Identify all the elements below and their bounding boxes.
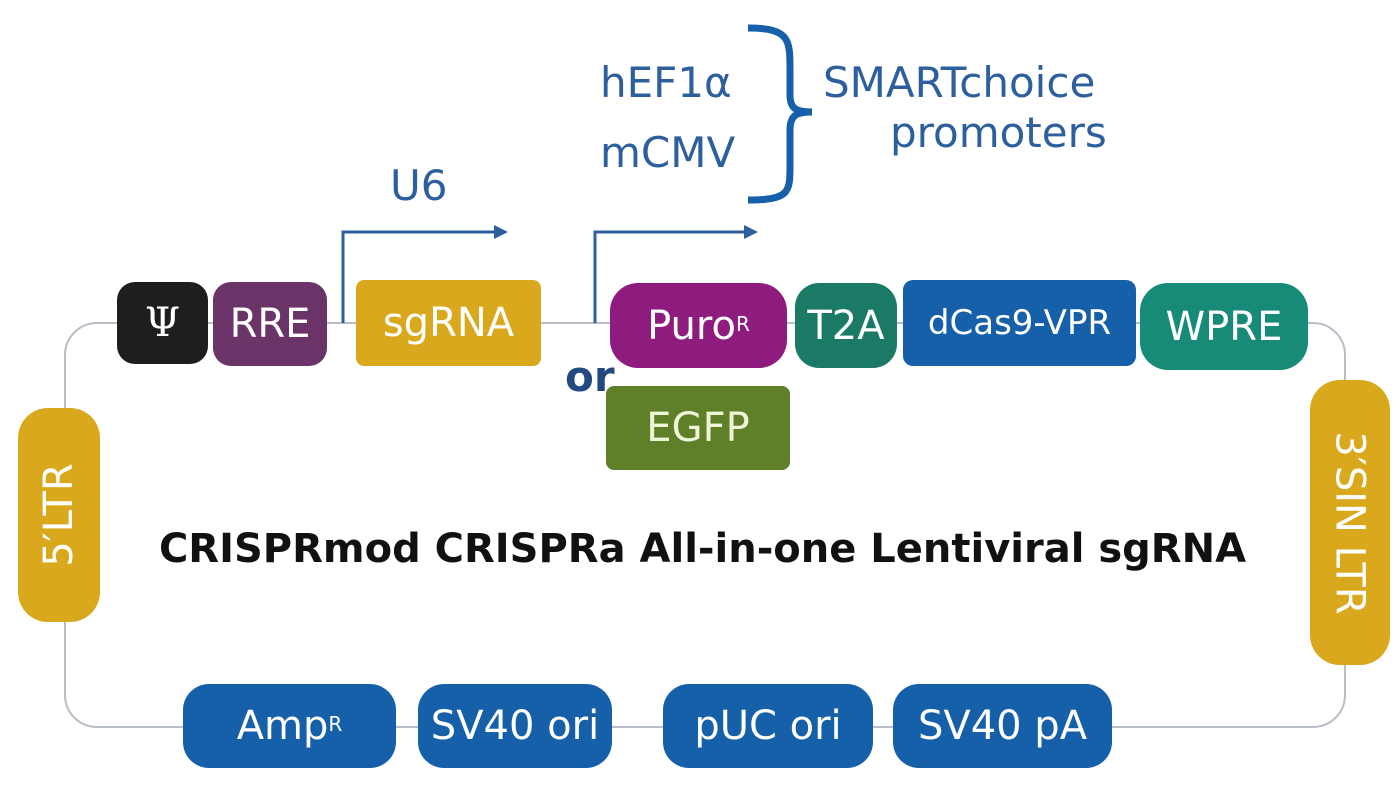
u6-promoter-arrow	[341, 230, 500, 323]
sv40-ori-element: SV40 ori	[418, 684, 612, 768]
amp-text: Amp	[236, 703, 329, 749]
sv40-pa-element: SV40 pA	[893, 684, 1112, 768]
puc-ori-element: pUC ori	[663, 684, 873, 768]
5-ltr-element: 5′LTR	[18, 408, 100, 622]
curly-brace	[747, 24, 813, 204]
u6-arrowhead	[494, 225, 508, 239]
smartchoice-label: SMARTchoice	[823, 58, 1096, 107]
smartchoice-arrowhead	[744, 225, 758, 239]
backbone-line	[64, 322, 1346, 728]
egfp-element: EGFP	[606, 386, 790, 470]
amp-superscript: R	[328, 712, 343, 736]
hef1a-label: hEF1α	[600, 58, 732, 107]
3-sin-ltr-text: 3′SIN LTR	[1327, 430, 1374, 615]
rre-element: RRE	[213, 282, 327, 366]
mcmv-label: mCMV	[600, 128, 736, 177]
promoters-label: promoters	[890, 108, 1107, 157]
3-sin-ltr-element: 3′SIN LTR	[1310, 380, 1390, 665]
smartchoice-promoter-arrow	[593, 230, 750, 323]
5-ltr-text: 5′LTR	[36, 463, 83, 567]
sgrna-element: sgRNA	[356, 280, 541, 366]
psi-element: Ψ	[117, 282, 208, 364]
puro-superscript: R	[735, 311, 750, 336]
t2a-element: T2A	[795, 283, 897, 368]
diagram-title: CRISPRmod CRISPRa All-in-one Lentiviral …	[158, 526, 1247, 572]
u6-label: U6	[390, 161, 448, 210]
puro-text: Puro	[647, 302, 736, 349]
wpre-element: WPRE	[1140, 283, 1308, 370]
dcas9-vpr-element: dCas9-VPR	[903, 280, 1136, 366]
